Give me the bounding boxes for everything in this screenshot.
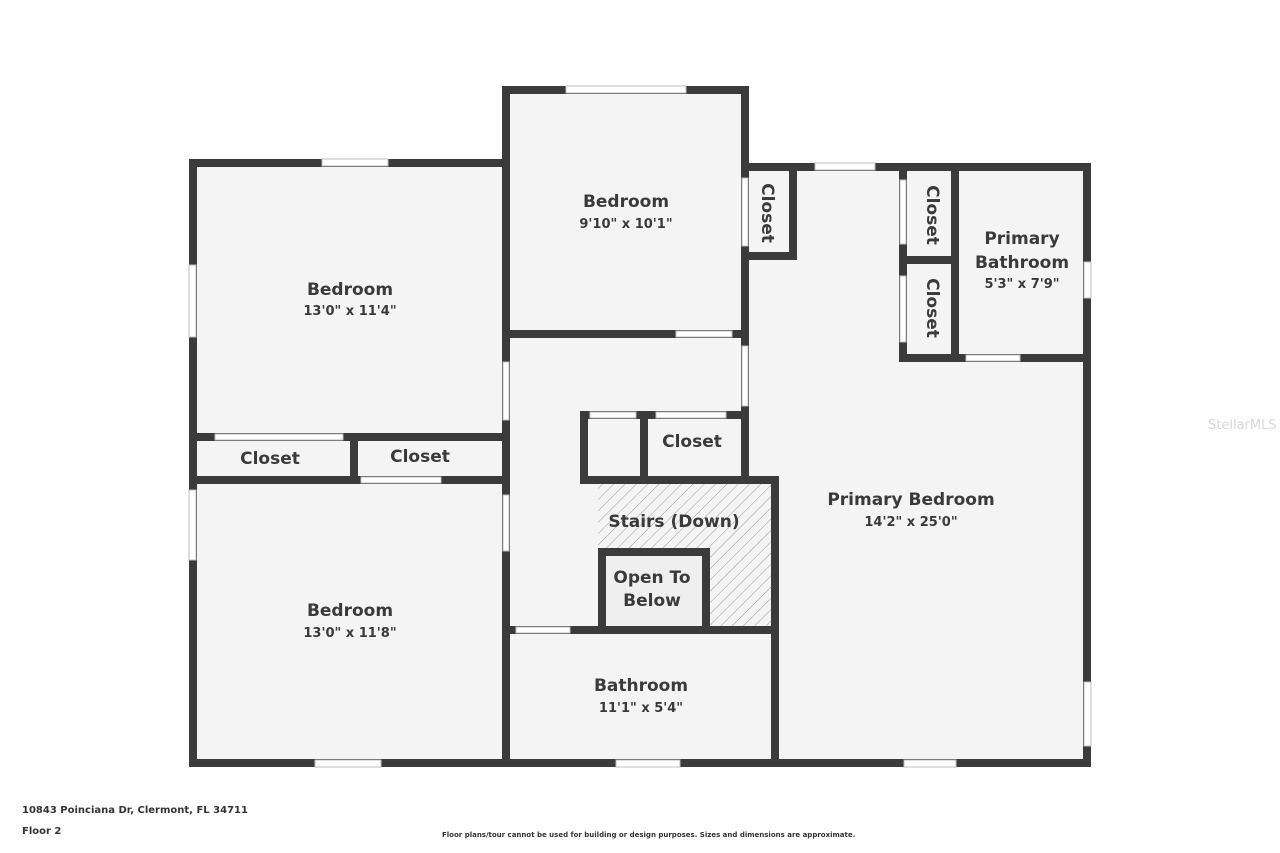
address: 10843 Poinciana Dr, Clermont, FL 34711	[22, 805, 248, 816]
room-dimensions: 14'2" x 25'0"	[864, 515, 957, 530]
room-label: Bedroom	[307, 601, 393, 621]
room-dimensions: 5'3" x 7'9"	[984, 277, 1059, 292]
floor-label: Floor 2	[22, 826, 62, 837]
open-to-below-area	[606, 556, 702, 626]
room-label: Bathroom	[975, 253, 1069, 273]
watermark: StellarMLS	[1208, 418, 1277, 433]
room-dimensions: 13'0" x 11'4"	[303, 304, 396, 319]
room-dimensions: 13'0" x 11'8"	[303, 626, 396, 641]
room-label: Primary	[984, 229, 1059, 249]
windows	[188, 85, 1092, 768]
open-to-below-label: Below	[623, 591, 681, 611]
closet-label: Closet	[240, 449, 300, 469]
closet-label: Closet	[390, 447, 450, 467]
closet-label: Closet	[922, 185, 942, 245]
stairs-label: Stairs (Down)	[608, 512, 739, 532]
closet-label: Closet	[662, 432, 722, 452]
room-label: Bedroom	[583, 192, 669, 212]
room-label: Bedroom	[307, 280, 393, 300]
closet-label: Closet	[757, 183, 777, 243]
room-label: Bathroom	[594, 676, 688, 696]
room-dimensions: 11'1" x 5'4"	[599, 701, 683, 716]
open-to-below-label: Open To	[613, 568, 690, 588]
floor-fill	[189, 86, 1091, 767]
room-label: Primary Bedroom	[827, 490, 994, 510]
room-dimensions: 9'10" x 10'1"	[579, 217, 672, 232]
disclaimer: Floor plans/tour cannot be used for buil…	[442, 831, 856, 839]
closet-label: Closet	[922, 278, 942, 338]
